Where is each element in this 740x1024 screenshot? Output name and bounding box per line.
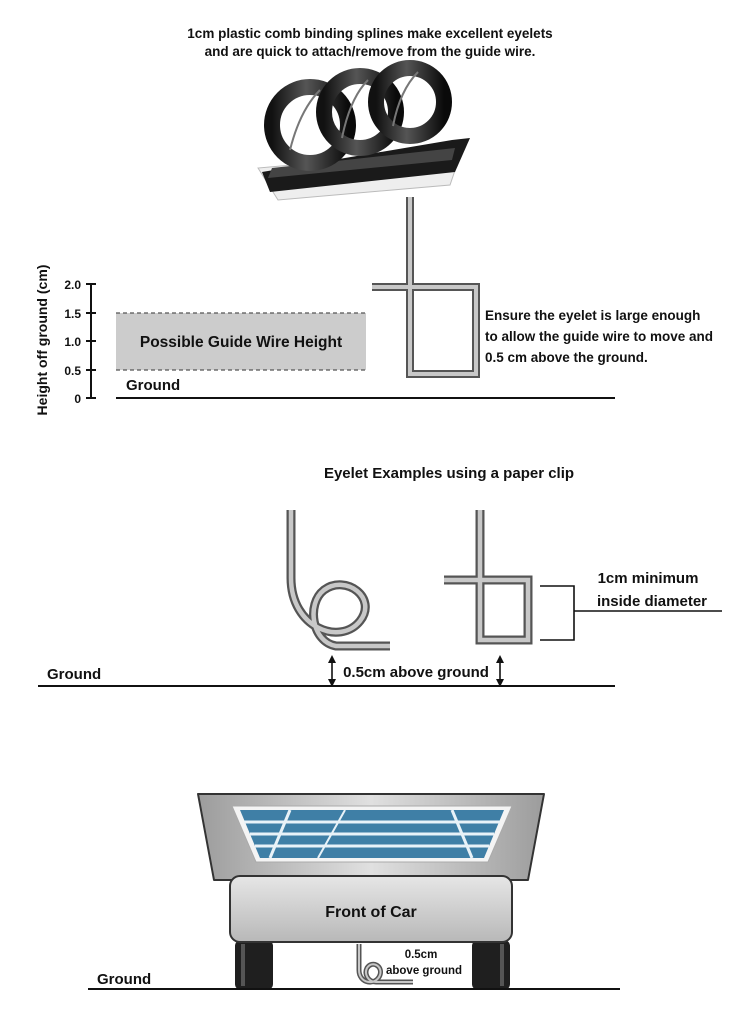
car-ground-label: Ground [97,971,151,988]
header-line-1: 1cm plastic comb binding splines make ex… [187,26,552,41]
eyelet-note-line-2: to allow the guide wire to move and [485,329,713,344]
y-tick-label: 0.5 [64,364,81,378]
examples-ground-label: Ground [47,666,101,683]
comb-binding-spline-image [257,60,470,201]
paper-clip-eyelet-square [372,197,480,378]
car-clearance-line-2: above ground [386,965,462,977]
band-label: Possible Guide Wire Height [140,334,342,351]
y-tick-label: 0 [74,392,81,406]
eyelet-note-line-3: 0.5 cm above the ground. [485,350,648,365]
diameter-label-line-2: inside diameter [597,593,707,610]
car-body [229,875,513,943]
examples-title: Eyelet Examples using a paper clip [324,465,574,482]
y-axis-label: Height off ground (cm) [34,265,50,416]
clearance-arrow-left [328,655,336,687]
car-guide-eyelet [356,944,413,985]
eyelet-note-line-1: Ensure the eyelet is large enough [485,308,700,323]
clearance-arrow-right [496,655,504,687]
y-tick-label: 1.0 [64,335,81,349]
guide-wire-height-band [116,313,366,370]
ground-label: Ground [126,377,180,394]
paper-clip-eyelet-square-example [444,510,533,645]
header-line-2: and are quick to attach/remove from the … [205,44,536,59]
car-label: Front of Car [325,904,417,921]
car-clearance-line-1: 0.5cm [405,949,438,961]
car-front-illustration [197,793,545,990]
right-wheel [472,940,510,990]
clearance-label: 0.5cm above ground [343,664,489,681]
diameter-bracket [540,585,722,641]
height-chart: Height off ground (cm) 2.0 1.5 1.0 0.5 0… [34,265,615,416]
left-wheel [235,940,273,990]
y-tick-label: 1.5 [64,307,81,321]
y-tick-label: 2.0 [64,278,81,292]
paper-clip-eyelet-loop [286,510,390,651]
diameter-label-line-1: 1cm minimum [598,570,699,587]
